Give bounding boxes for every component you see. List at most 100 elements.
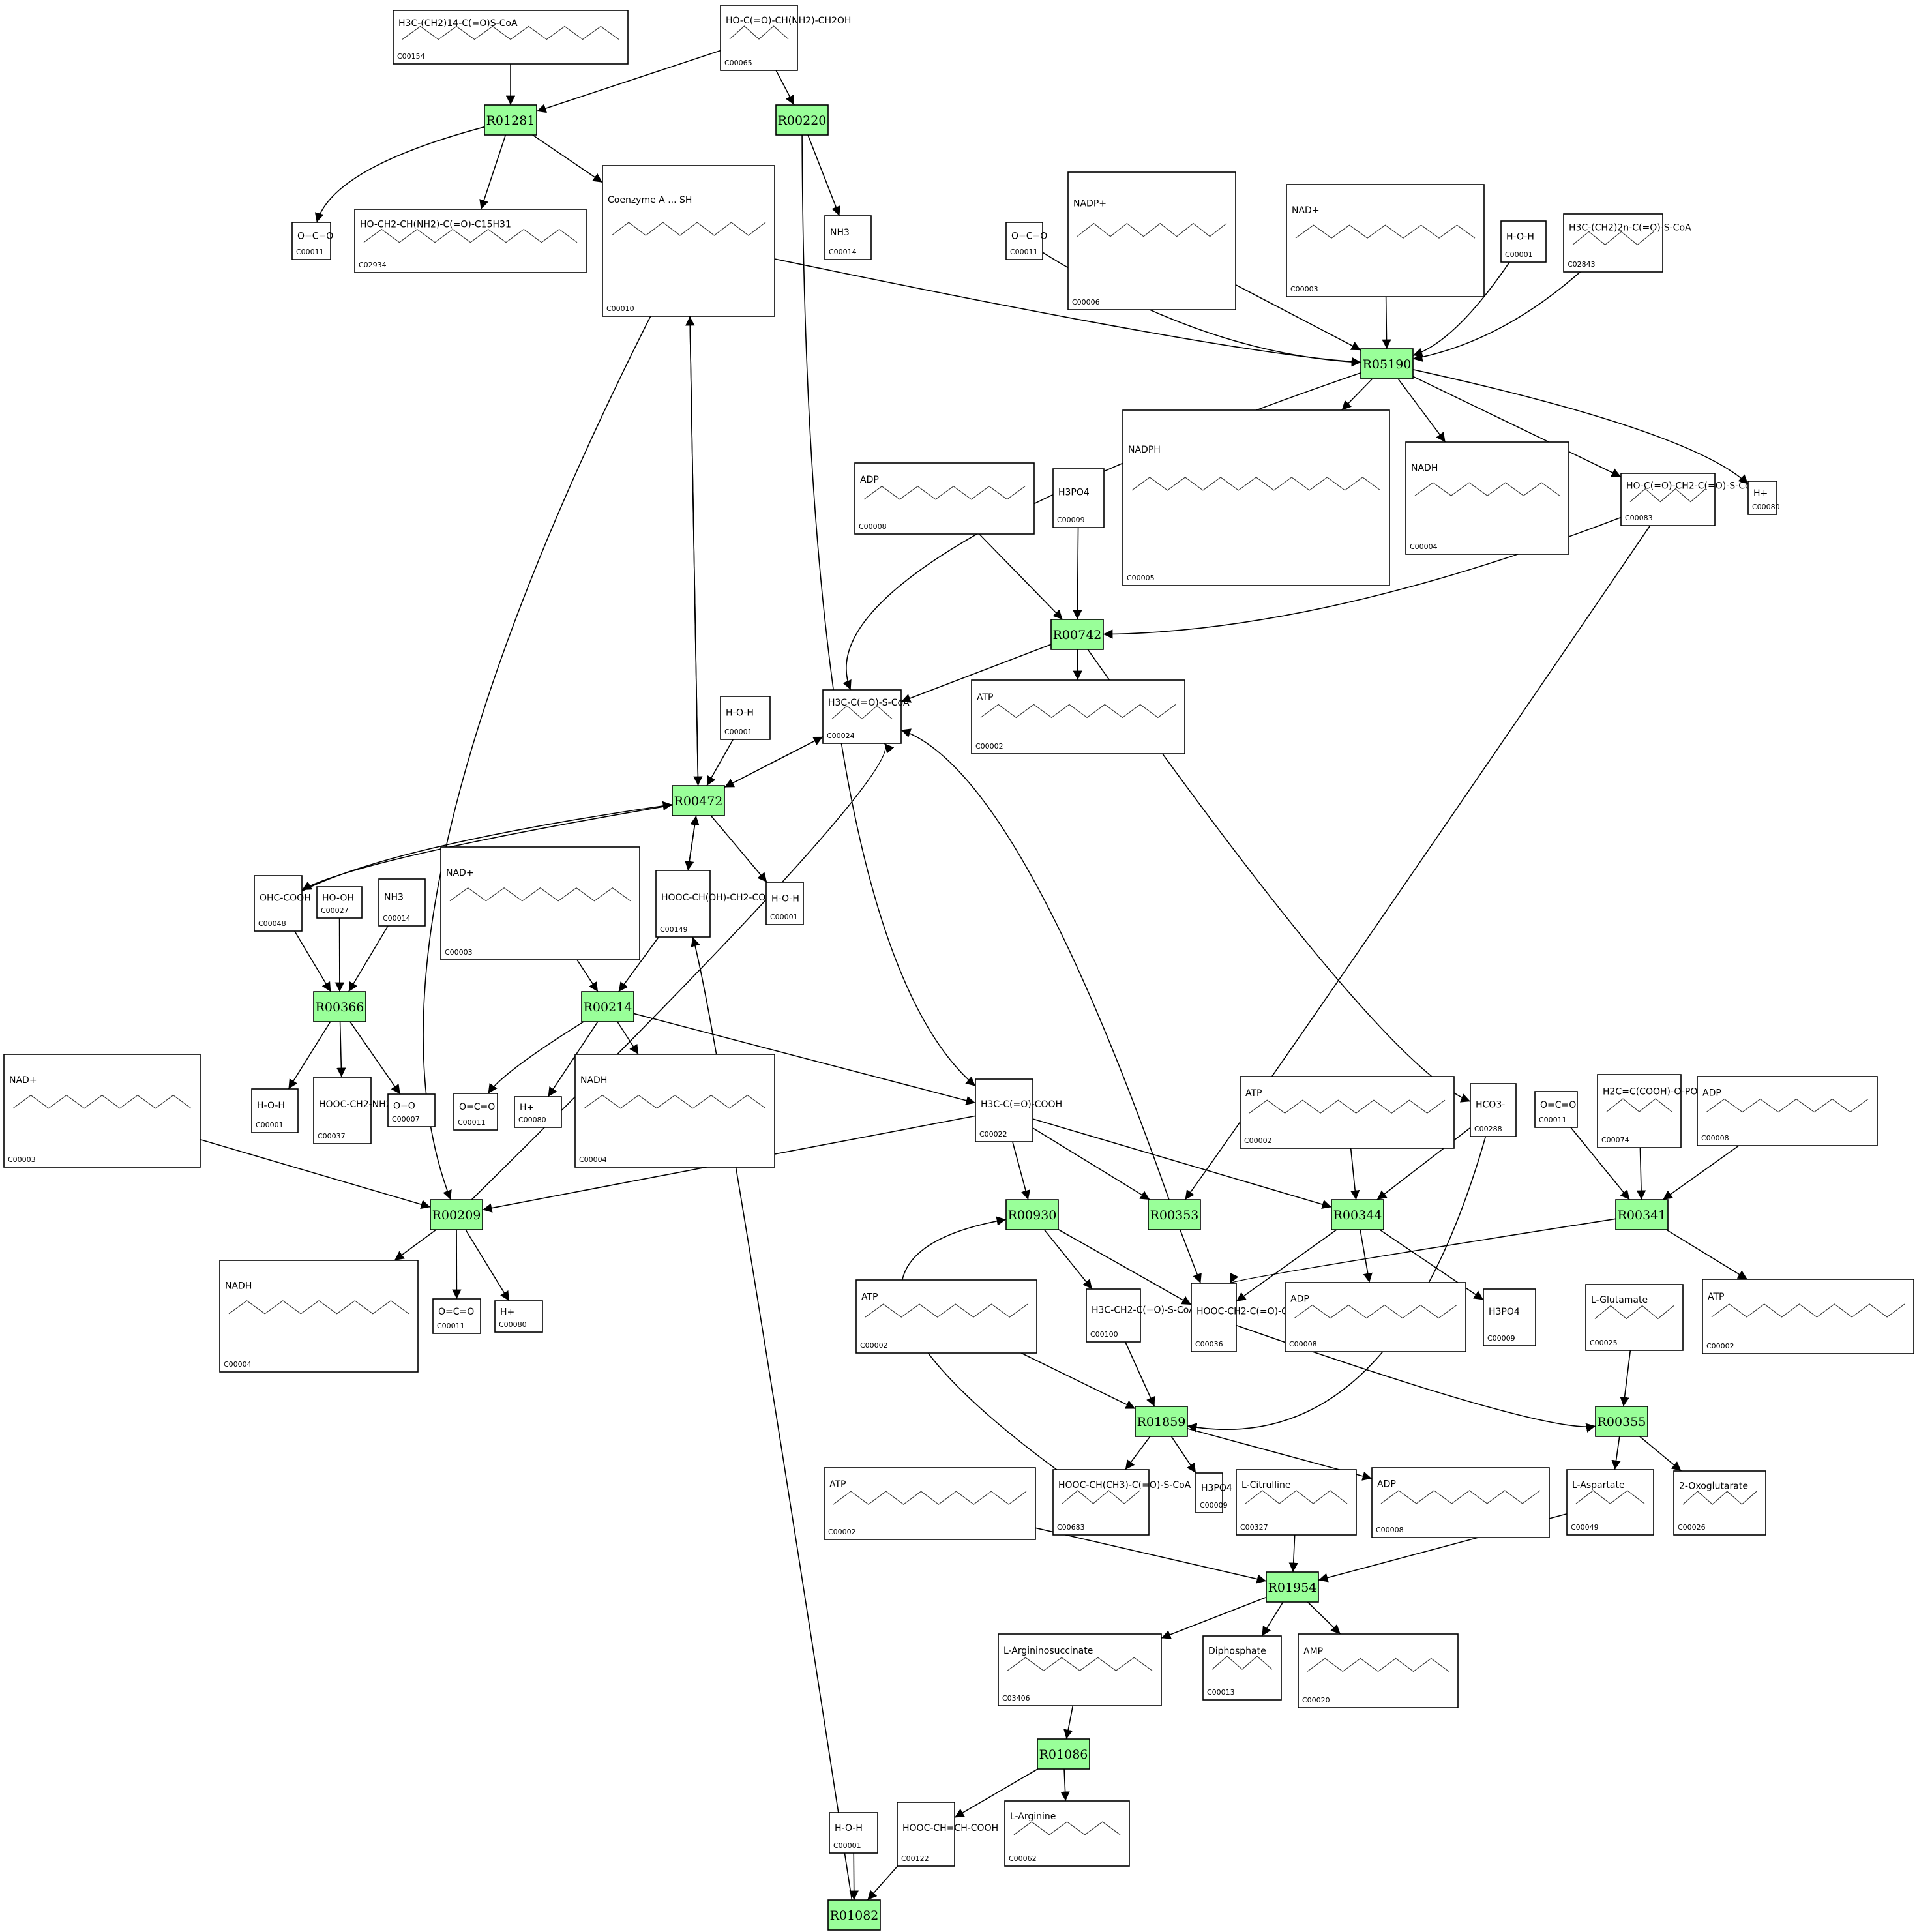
compound-node[interactable]: H-O-H C00001 (251, 1088, 299, 1133)
compound-formula: O=O (393, 1101, 415, 1112)
reaction-r00353[interactable]: R00353 (1148, 1199, 1201, 1230)
reaction-r00341[interactable]: R00341 (1615, 1199, 1669, 1230)
reaction-r01954[interactable]: R01954 (1266, 1571, 1319, 1603)
compound-box (1585, 1284, 1684, 1351)
reaction-r00214[interactable]: R00214 (581, 991, 634, 1022)
edge-c17-R00742 (1073, 527, 1082, 620)
edge-R05190-c12 (1341, 378, 1373, 411)
compound-box (1483, 1288, 1536, 1346)
compound-node[interactable]: H+C00080 (494, 1300, 543, 1333)
edge-R00472-c21 (301, 805, 673, 891)
compound-node[interactable]: HCO3-C00288 (1470, 1083, 1517, 1137)
reaction-r01281[interactable]: R01281 (484, 104, 537, 136)
edge-c16-R00742 (979, 533, 1063, 620)
reaction-r01086[interactable]: R01086 (1037, 1738, 1090, 1770)
reaction-r01082[interactable]: R01082 (827, 1899, 881, 1931)
reaction-r00220[interactable]: R00220 (775, 104, 829, 136)
reaction-r00742[interactable]: R00742 (1050, 619, 1104, 650)
compound-node[interactable]: NAD+C00003 (1286, 184, 1485, 297)
compound-formula: H-O-H (257, 1101, 285, 1111)
compound-node[interactable]: H+C00080 (1747, 481, 1780, 515)
compound-formula: ATP (829, 1479, 846, 1490)
edge-R01281-c5 (532, 134, 603, 183)
compound-box (971, 679, 1185, 754)
reaction-r05190[interactable]: R05190 (1360, 348, 1414, 379)
reaction-r00472[interactable]: R00472 (672, 785, 725, 816)
edge-c48-R00355 (1620, 1350, 1631, 1407)
reaction-r00344[interactable]: R00344 (1331, 1199, 1384, 1230)
compound-node[interactable]: H+C00080 (514, 1096, 562, 1128)
compound-id: C00001 (256, 1121, 284, 1129)
compound-formula: Diphosphate (1208, 1646, 1266, 1657)
compound-id: C00014 (829, 248, 857, 256)
compound-id: C00011 (437, 1322, 465, 1330)
reaction-r00355[interactable]: R00355 (1595, 1406, 1648, 1437)
compound-box (378, 878, 426, 927)
compound-node[interactable]: NAD+C00003 (3, 1054, 201, 1168)
compound-id: C00009 (1200, 1501, 1228, 1509)
compound-id: C00011 (1010, 248, 1038, 256)
compound-box (1236, 1469, 1357, 1536)
reaction-r01859[interactable]: R01859 (1135, 1406, 1188, 1437)
compound-node[interactable]: NADP+C00006 (1067, 171, 1236, 310)
compound-box (1534, 1091, 1578, 1128)
reaction-r00366[interactable]: R00366 (313, 991, 366, 1022)
compound-node[interactable]: NAD+C00003 (440, 846, 640, 960)
reaction-r00209[interactable]: R00209 (430, 1199, 483, 1230)
reaction-r00930[interactable]: R00930 (1005, 1199, 1059, 1230)
